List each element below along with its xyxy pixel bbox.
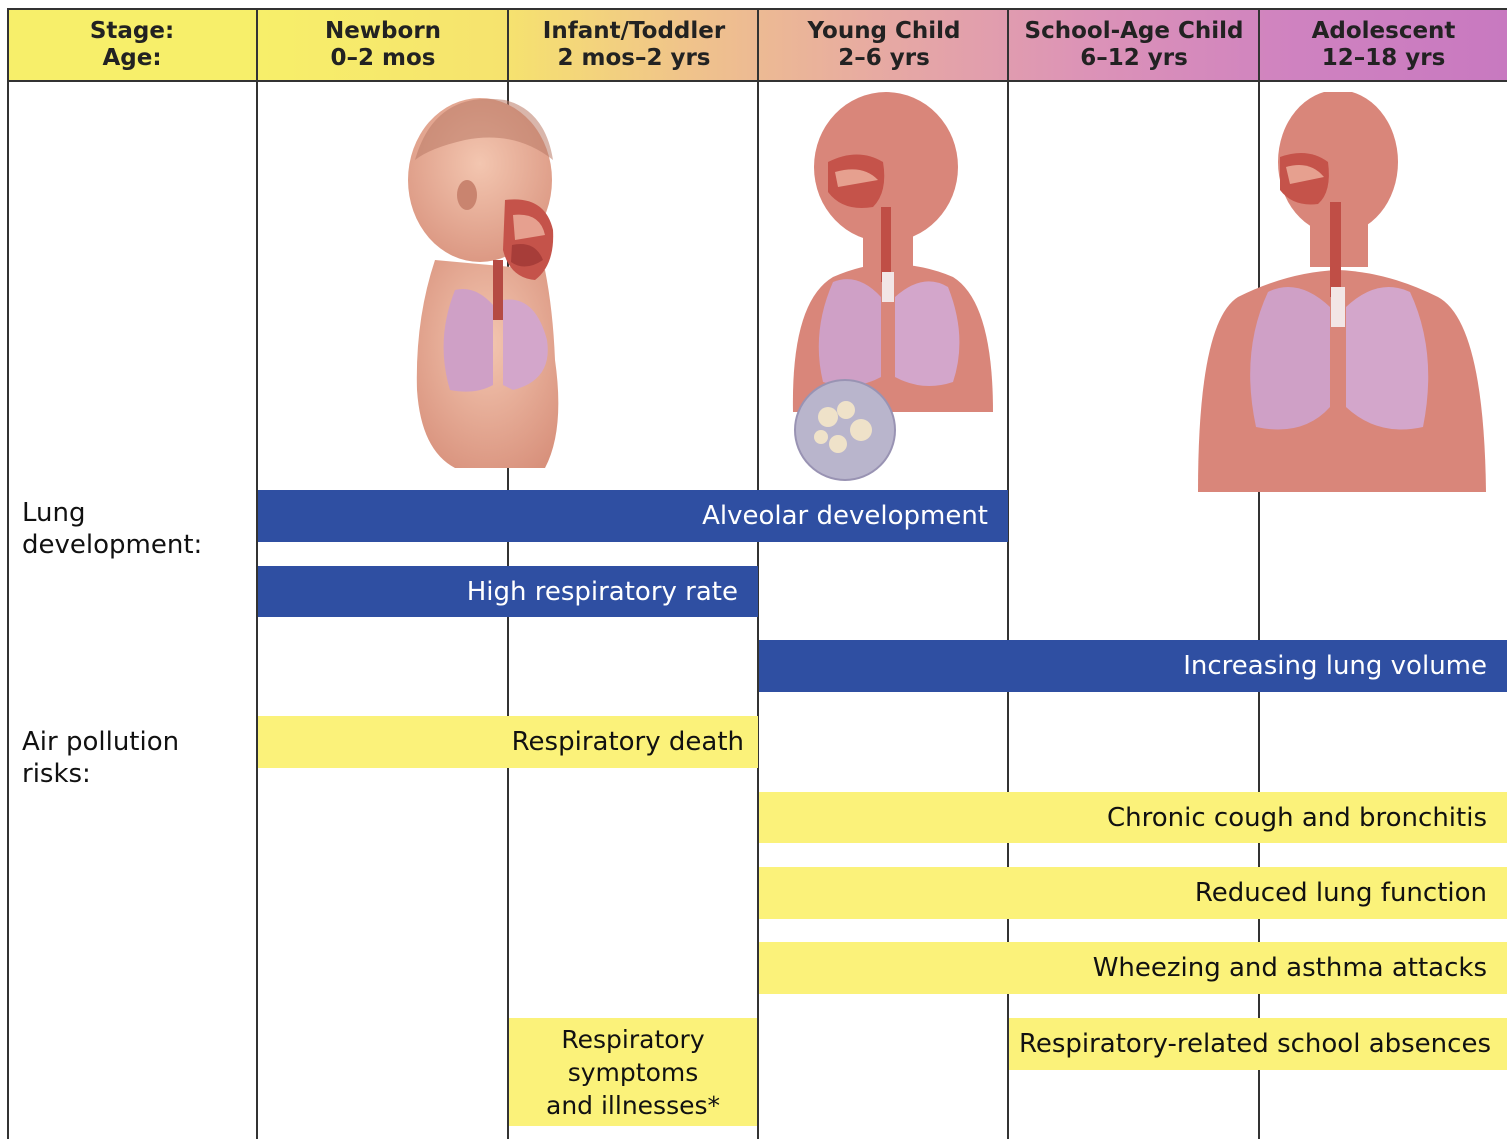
bar-label: Respiratory death — [512, 727, 744, 757]
stage-label: Stage: — [90, 18, 174, 45]
age-range: 12–18 yrs — [1322, 45, 1446, 72]
bar-label: High respiratory rate — [467, 577, 738, 607]
child-anatomy-illustration — [783, 92, 998, 482]
row-label-line-1: Lung — [22, 497, 202, 529]
stage-name: School-Age Child — [1025, 18, 1244, 45]
header-infant-toddler: Infant/Toddler 2 mos–2 yrs — [509, 8, 759, 81]
stage-name: Young Child — [807, 18, 960, 45]
bar-wheezing-asthma-attacks: Wheezing and asthma attacks — [759, 942, 1507, 994]
bar-respiratory-death: Respiratory death — [258, 716, 758, 768]
row-label-line-2: development: — [22, 529, 202, 561]
header-stage-age-label: Stage: Age: — [7, 8, 257, 81]
bar-label: Chronic cough and bronchitis — [1107, 803, 1487, 833]
bar-increasing-lung-volume: Increasing lung volume — [759, 640, 1507, 692]
header-school-age-child: School-Age Child 6–12 yrs — [1009, 8, 1259, 81]
age-range: 0–2 mos — [331, 45, 436, 72]
grid-line-left — [7, 8, 9, 1139]
adolescent-anatomy-illustration — [1198, 92, 1488, 494]
bar-label-line-2: symptoms — [568, 1056, 699, 1089]
bar-school-absences: Respiratory-related school absences — [1009, 1018, 1507, 1070]
age-range: 2 mos–2 yrs — [557, 45, 710, 72]
age-range: 2–6 yrs — [838, 45, 930, 72]
infant-anatomy-illustration — [395, 90, 585, 475]
age-range: 6–12 yrs — [1080, 45, 1188, 72]
bar-reduced-lung-function: Reduced lung function — [759, 867, 1507, 919]
stage-name: Newborn — [325, 18, 441, 45]
bar-label: Alveolar development — [702, 501, 988, 531]
age-label: Age: — [102, 45, 161, 72]
row-label-lung-development: Lung development: — [22, 497, 202, 561]
bar-label-line-1: Respiratory — [561, 1023, 704, 1056]
bar-label: Increasing lung volume — [1183, 651, 1487, 681]
bar-label-line-3: and illnesses* — [546, 1089, 720, 1122]
row-label-air-pollution-risks: Air pollution risks: — [22, 726, 179, 790]
bar-respiratory-symptoms-illnesses: Respiratory symptoms and illnesses* — [509, 1018, 757, 1126]
row-label-line-1: Air pollution — [22, 726, 179, 758]
bar-label: Respiratory-related school absences — [1019, 1029, 1491, 1059]
row-label-line-2: risks: — [22, 758, 179, 790]
stage-name: Infant/Toddler — [543, 18, 725, 45]
bar-label: Wheezing and asthma attacks — [1093, 953, 1487, 983]
bar-high-respiratory-rate: High respiratory rate — [258, 566, 758, 617]
header-adolescent: Adolescent 12–18 yrs — [1260, 8, 1507, 81]
header-young-child: Young Child 2–6 yrs — [759, 8, 1009, 81]
header-newborn: Newborn 0–2 mos — [258, 8, 508, 81]
bar-label: Reduced lung function — [1195, 878, 1487, 908]
bar-chronic-cough-bronchitis: Chronic cough and bronchitis — [759, 792, 1507, 843]
stage-name: Adolescent — [1312, 18, 1456, 45]
bar-alveolar-development: Alveolar development — [258, 490, 1008, 542]
